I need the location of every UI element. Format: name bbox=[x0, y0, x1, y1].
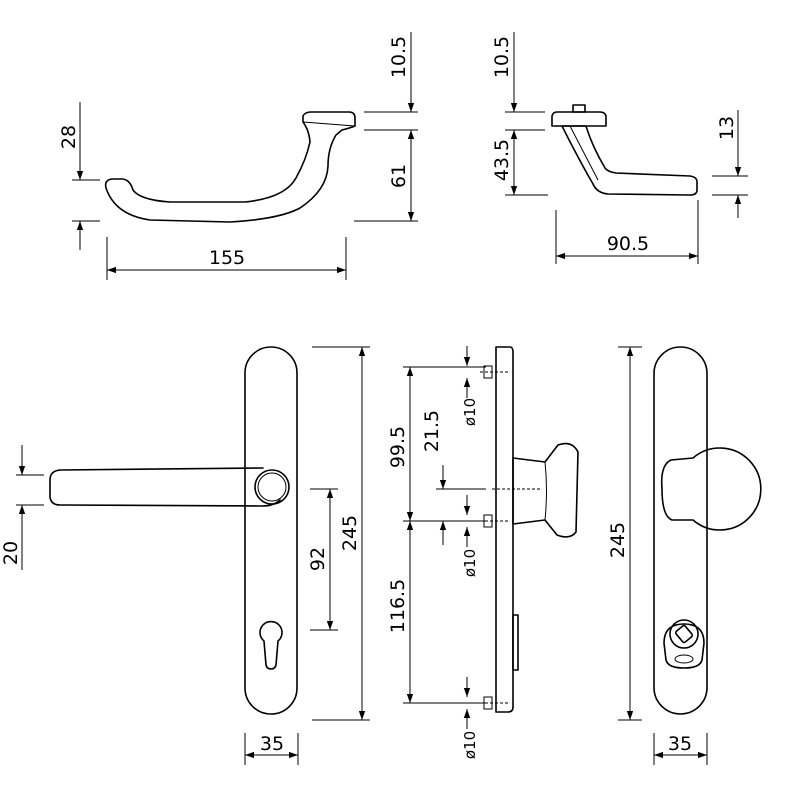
spindle-to-cylinder-dimension: 92 bbox=[307, 547, 329, 571]
top-screw-diameter: ø10 bbox=[461, 398, 479, 426]
lever-handle-outline bbox=[104, 111, 356, 223]
cylinder-keyhole bbox=[259, 620, 283, 670]
rose-line bbox=[302, 121, 356, 127]
knob-plate-width-dimension: 35 bbox=[668, 733, 692, 755]
grip-height-dimension: 13 bbox=[716, 116, 738, 140]
lever-length-dimension: 155 bbox=[209, 247, 245, 269]
door-knob bbox=[660, 447, 762, 531]
section-plate-outline bbox=[495, 346, 514, 713]
lever-height-dimension: 28 bbox=[58, 125, 80, 149]
section-bottom-bump bbox=[512, 614, 519, 671]
lever-plate-width-dimension: 35 bbox=[260, 733, 284, 755]
side-rose-outline bbox=[551, 111, 607, 127]
lever-offset-dimension: 61 bbox=[388, 164, 410, 188]
lever-projection-dimension: 43.5 bbox=[491, 139, 513, 181]
lever-rose bbox=[254, 469, 290, 505]
plate-grip-height-dimension: 20 bbox=[0, 541, 22, 565]
upper-distance-dimension: 99.5 bbox=[387, 426, 409, 468]
thumb-turn-knob bbox=[669, 619, 699, 649]
thumb-turn-escutcheon bbox=[663, 623, 705, 669]
knob-backplate bbox=[653, 346, 708, 715]
lever-plate-view: 20 92 245 35 bbox=[0, 346, 370, 765]
side-lever-outline bbox=[561, 125, 698, 196]
lever-side-view: 10.5 43.5 13 90.5 bbox=[491, 32, 748, 264]
lever-backplate bbox=[244, 346, 298, 715]
bottom-screw-diameter: ø10 bbox=[461, 731, 479, 759]
mid-screw-diameter: ø10 bbox=[461, 549, 479, 577]
knob-plate-view: 245 35 bbox=[607, 346, 762, 765]
side-rose-height-dimension: 10.5 bbox=[491, 36, 513, 78]
rose-height-dimension: 10.5 bbox=[388, 36, 410, 78]
lever-depth-dimension: 90.5 bbox=[607, 233, 649, 255]
plate-section-view: ø10 ø10 ø10 99.5 21.5 116.5 bbox=[387, 346, 579, 759]
spindle-offset-dimension: 21.5 bbox=[421, 410, 443, 452]
knob-plate-height-dimension: 245 bbox=[607, 522, 629, 558]
lever-grip bbox=[49, 467, 281, 507]
knob-stem-section bbox=[512, 442, 579, 538]
side-rose-tab bbox=[572, 104, 586, 113]
lever-top-view: 28 155 10.5 61 bbox=[58, 32, 418, 280]
lever-plate-height-dimension: 245 bbox=[339, 515, 361, 551]
lower-distance-dimension: 116.5 bbox=[387, 579, 409, 633]
